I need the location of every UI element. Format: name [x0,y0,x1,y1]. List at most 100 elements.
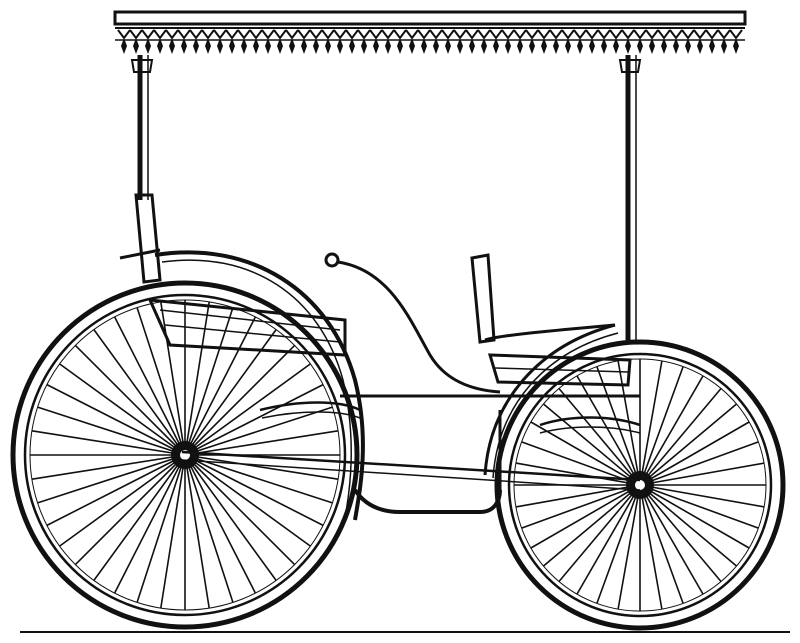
wheel-spoke [31,430,186,456]
fringe-tassel [445,38,451,54]
wheel-spoke [31,454,186,480]
fringe-tassel [625,38,631,54]
fringe-tassel [193,38,199,54]
wheel-spoke [639,375,704,486]
fringe-scallop [153,29,167,40]
fringe-scallop [321,29,335,40]
canopy-posts [130,55,642,340]
fringe-scallop [729,29,743,40]
wheel-spoke [59,454,186,547]
wheel-spoke [576,484,641,595]
fringe-tassel [673,38,679,54]
wheel-spoke [542,403,641,486]
fringe-tassel [553,38,559,54]
wheel-spoke [184,307,234,456]
rear-seat [134,193,347,357]
fringe-tassel [289,38,295,54]
wheel-spoke [184,454,296,566]
wheel-spoke [576,375,641,486]
fringe-scallop [345,29,359,40]
fringe-scallop [477,29,491,40]
fringe-tassel [349,38,355,54]
wheel-spoke [184,430,339,456]
fringe-tassel [601,38,607,54]
fringe-tassel [709,38,715,54]
chassis [181,252,641,514]
fringe-scallop [141,29,155,40]
fringe-scallop [705,29,719,40]
wheel-spoke [160,454,186,609]
fringe-scallop [609,29,623,40]
wheel-spoke [530,484,641,549]
wheel-spoke [639,403,738,486]
fringe-scallop [573,29,587,40]
wheel-spoke [93,329,186,456]
fringe-scallop [453,29,467,40]
wheel-spoke [639,484,722,583]
wheel-spoke [184,316,257,456]
wheel-spoke [639,421,750,486]
fringe-tassel [181,38,187,54]
fringe-tassel [733,38,739,54]
wheel-spoke [530,421,641,486]
fringe-scallop [513,29,527,40]
fringe-scallop [489,29,503,40]
fringe-scallop [129,29,143,40]
fringe-tassel [469,38,475,54]
fringe-tassel [433,38,439,54]
fringe-scallop [621,29,635,40]
fringe-scallop [441,29,455,40]
fringe-tassel [241,38,247,54]
wheel-spoke [184,454,311,547]
wheel-spoke [596,484,641,604]
fringe-scallop [249,29,263,40]
wheel-rim [23,293,347,617]
wheel-spoke [639,387,722,486]
fringe-scallop [669,29,683,40]
fringe-scallop [549,29,563,40]
fringe-tassel [505,38,511,54]
fringe-scallop [357,29,371,40]
fringe-tassel [409,38,415,54]
wheel-spoke [639,366,684,486]
fringe-scallop [213,29,227,40]
wheel-spoke [37,406,186,456]
fringe-scallop [309,29,323,40]
wheel-spoke [558,387,641,486]
fringe-tassel [589,38,595,54]
wheel-spoke [113,316,186,456]
fringe-scallop [237,29,251,40]
wheel-spoke [184,454,257,594]
fringe-scallop [501,29,515,40]
fringe-scallop [585,29,599,40]
fringe-tassel [217,38,223,54]
fringe-tassel [229,38,235,54]
fringe-tassel [157,38,163,54]
wheel-spoke [46,383,186,456]
fringe-tassel [205,38,211,54]
fringe-tassel [637,38,643,54]
wheel-spoke [74,454,186,566]
scalloped-fringe [115,29,745,54]
fringe-scallop [189,29,203,40]
fringe-tassel [277,38,283,54]
fringe-scallop [465,29,479,40]
fringe-scallop [165,29,179,40]
canopy-roof [113,10,747,29]
fringe-tassel [481,38,487,54]
wheel-spoke [59,363,186,456]
wheel-spoke [184,301,210,456]
wheel-spoke [160,301,186,456]
wheel-spoke [639,462,765,486]
fringe-tassel [493,38,499,54]
wheel-spoke [46,454,186,527]
fringe-scallop [405,29,419,40]
wheel-spoke [74,344,186,456]
wheel-spoke [639,360,663,486]
fringe-tassel [121,38,127,54]
wheel-hub-cap [635,480,645,490]
fringe-tassel [325,38,331,54]
wheel-spoke [136,454,186,603]
springs [259,401,641,434]
